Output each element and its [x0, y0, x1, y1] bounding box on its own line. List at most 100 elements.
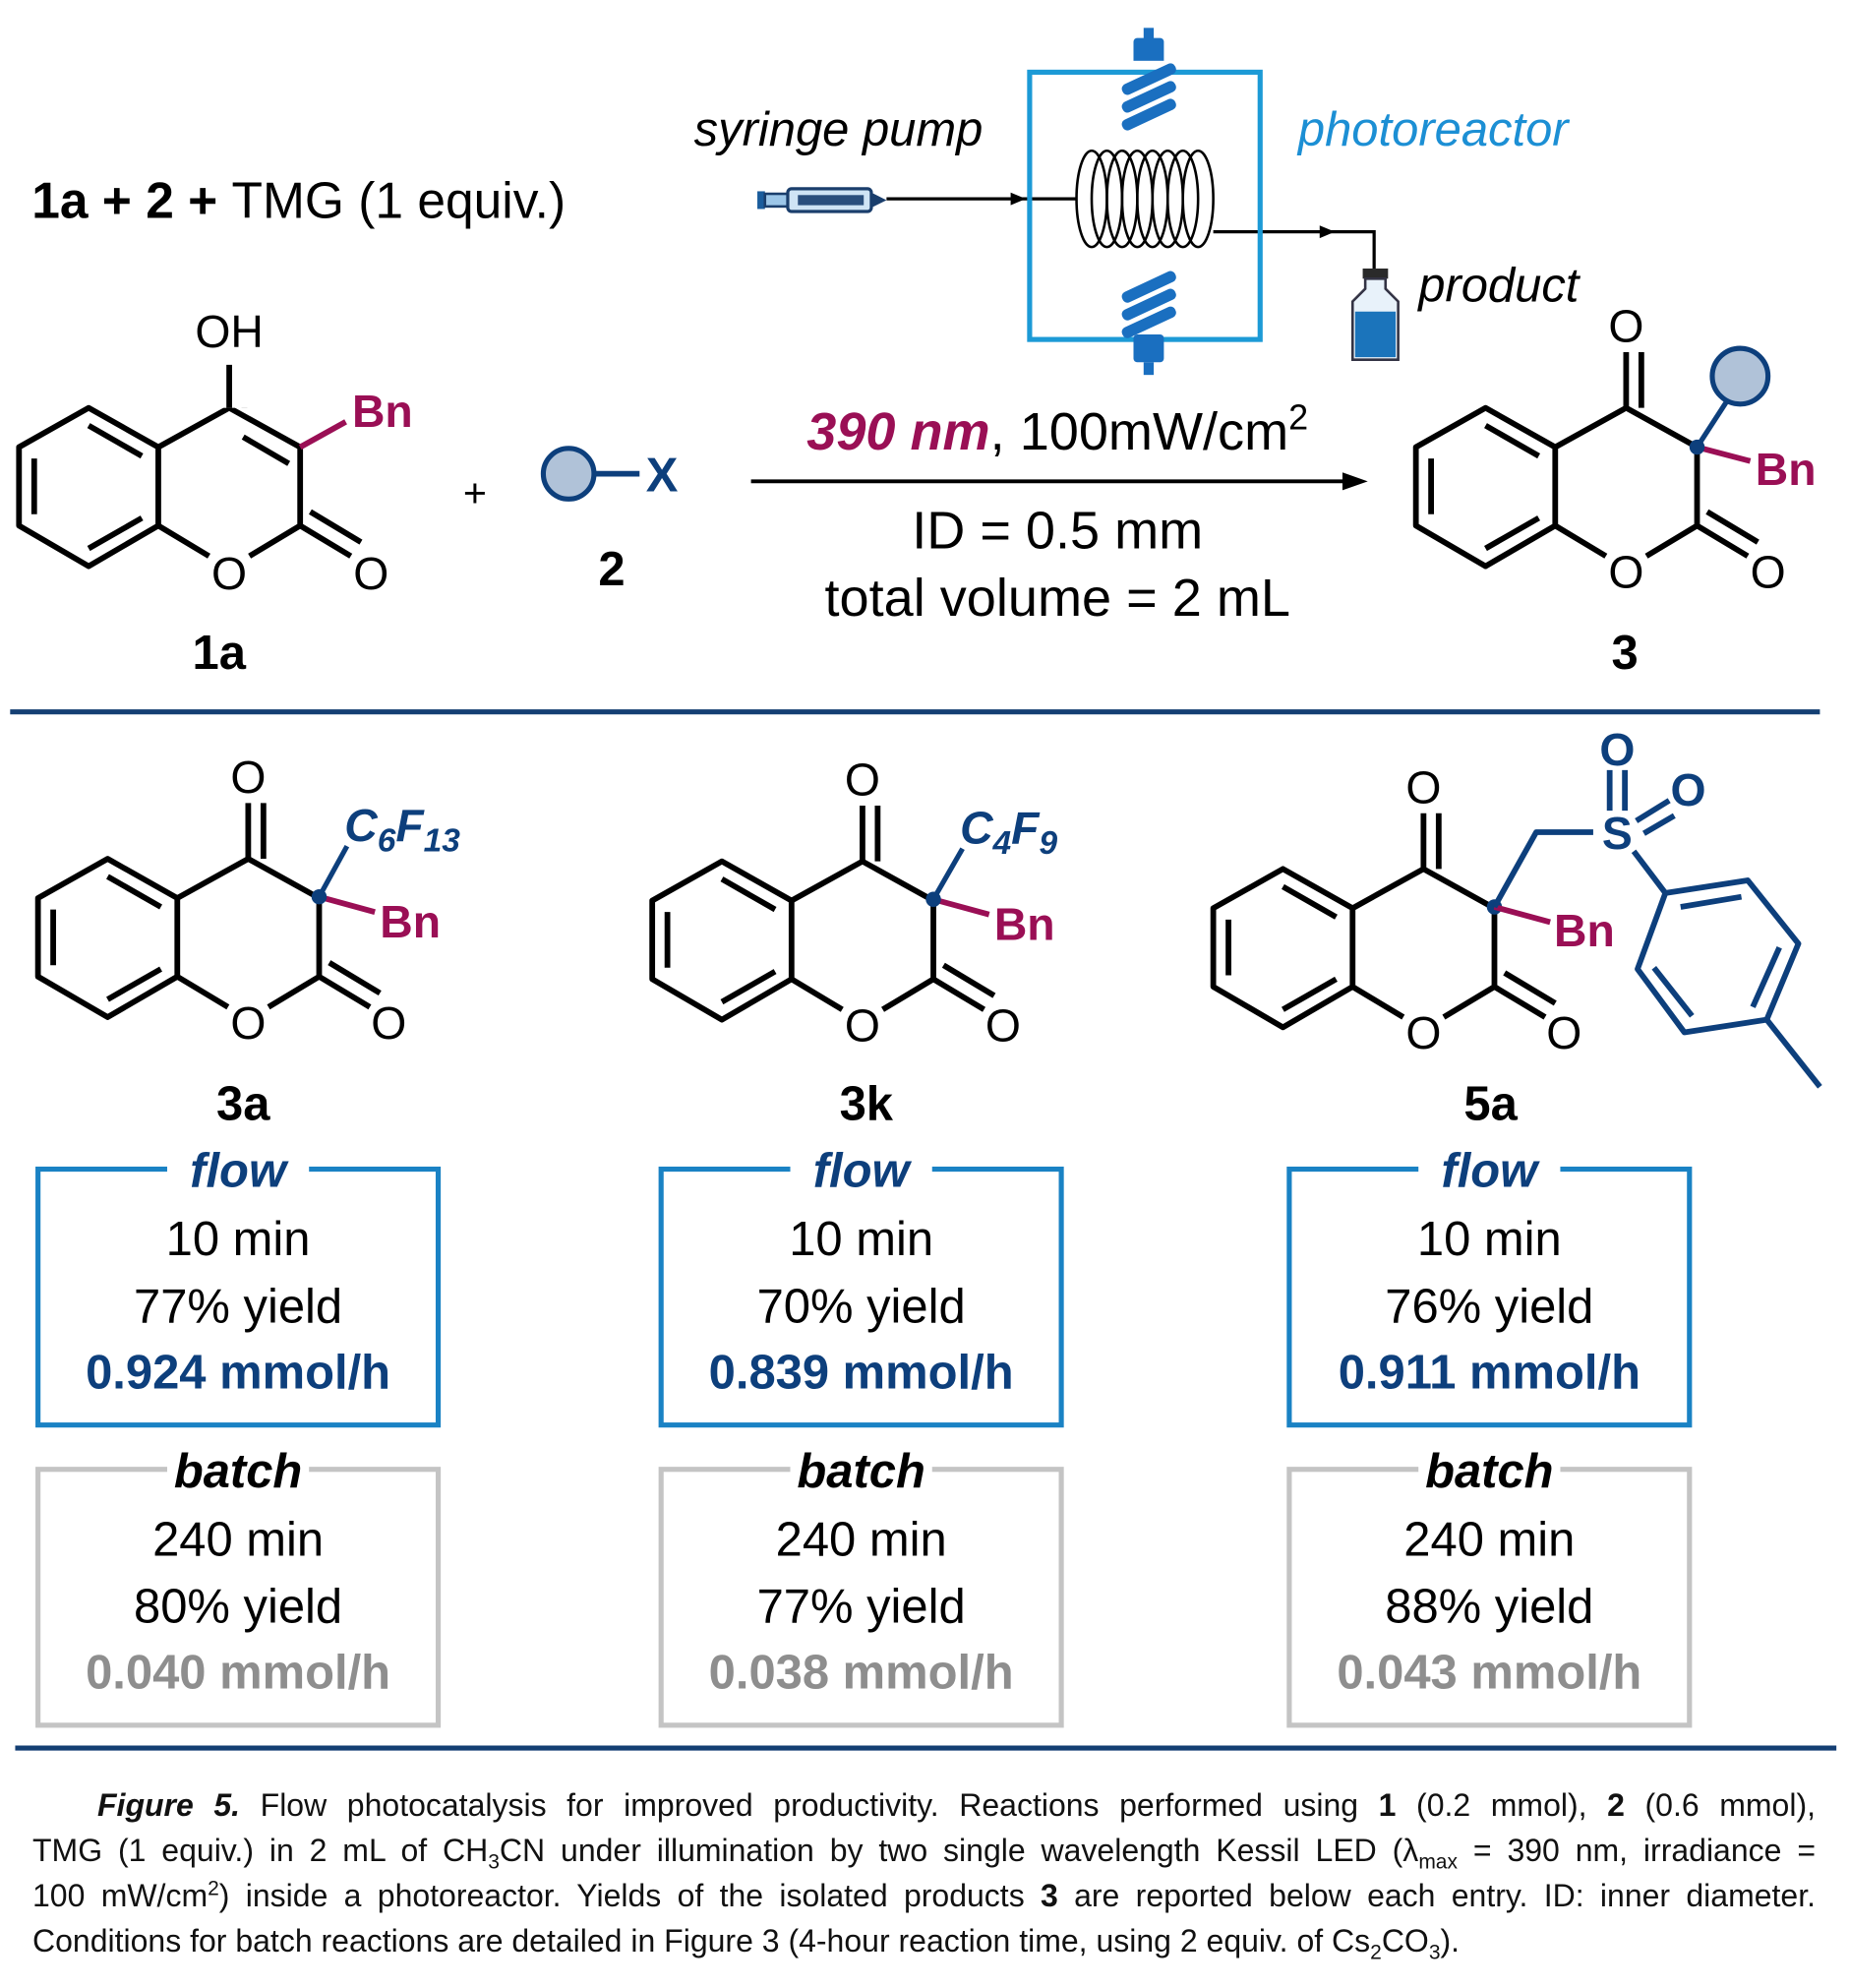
product-vial-icon: [1350, 268, 1400, 361]
ring-oxygen-label: O: [845, 999, 880, 1051]
flow-result-box: flow 10 min 77% yield 0.924 mmol/h: [35, 1145, 442, 1428]
caption-line: Figure 5. Flow photocatalysis for improv…: [32, 1782, 1816, 1828]
batch-result-box: batch 240 min 88% yield 0.043 mmol/h: [1286, 1445, 1693, 1728]
label-gap: [166, 1456, 310, 1482]
compound-label: 3a: [216, 1077, 270, 1130]
batch-title: batch: [1425, 1445, 1553, 1498]
conditions-inner-diameter: ID = 0.5 mm: [912, 502, 1203, 561]
compound-label-1a: 1a: [193, 627, 247, 680]
coil-icon: [1075, 149, 1215, 249]
sulfur-label: S: [1602, 808, 1633, 859]
caption-text: are reported below each entry. ID: inner…: [1057, 1878, 1817, 1913]
flow-tubing: [886, 197, 1376, 269]
caption-text: CN under illumination by two single wave…: [499, 1833, 1419, 1868]
carbonyl-oxygen-label: O: [230, 752, 266, 803]
flow-title: flow: [190, 1145, 289, 1198]
oh-label: OH: [195, 306, 264, 357]
syringe-pump-label: syringe pump: [694, 103, 984, 156]
caption-line: TMG (1 equiv.) in 2 mL of CH3CN under il…: [32, 1828, 1816, 1873]
batch-time: 240 min: [152, 1513, 324, 1566]
flow-time: 10 min: [166, 1213, 311, 1266]
caption-text: Conditions for batch reactions are detai…: [32, 1923, 1371, 1958]
caption-sub: 3: [488, 1850, 500, 1874]
lamp-icon-bottom: [1121, 271, 1176, 376]
batch-yield: 80% yield: [134, 1581, 342, 1634]
caption-text: ).: [1440, 1923, 1461, 1958]
batch-yield: 88% yield: [1385, 1581, 1593, 1634]
compound-5a: O O S O O O Bn 5a: [1214, 724, 1822, 1130]
batch-time: 240 min: [1403, 1513, 1575, 1566]
batch-rate: 0.038 mmol/h: [709, 1647, 1014, 1700]
syringe-icon: [757, 187, 887, 213]
ring-oxygen-label: O: [1405, 1007, 1441, 1058]
batch-rate: 0.043 mmol/h: [1337, 1647, 1641, 1700]
figure-caption: Figure 5. Flow photocatalysis for improv…: [32, 1782, 1816, 1963]
caption-text: Flow photocatalysis for improved product…: [240, 1787, 1379, 1823]
carbonyl-oxygen-label: O: [1608, 301, 1643, 352]
label-gap: [790, 1456, 932, 1482]
label-gap: [1418, 1156, 1561, 1182]
ring-oxygen-label: O: [230, 997, 266, 1049]
bn-label: Bn: [352, 386, 413, 437]
caption-bold: 1: [1378, 1787, 1397, 1823]
molecule-1a-overrides: [209, 351, 347, 466]
conditions-volume: total volume = 2 mL: [825, 569, 1290, 628]
caption-line: 100 mW/cm2) inside a photoreactor. Yield…: [32, 1873, 1816, 1918]
label-gap: [790, 1156, 932, 1182]
flow-yield: 77% yield: [134, 1280, 342, 1333]
caption-text: 100 mW/cm: [32, 1878, 209, 1913]
sulfonyl-oxygen-label: O: [1599, 724, 1635, 775]
batch-time: 240 min: [776, 1513, 947, 1566]
caption-sub: 2: [1370, 1941, 1382, 1964]
caption-text: (0.2 mmol),: [1396, 1787, 1608, 1823]
molecule-1a: [19, 342, 361, 567]
carbonyl-oxygen-label: O: [353, 548, 388, 599]
substituent-circle-icon: [540, 446, 597, 502]
lamp-icon-top: [1120, 28, 1177, 131]
carbonyl-oxygen-label: O: [1546, 1007, 1581, 1058]
reaction-mixture-label: 1a + 2 + TMG (1 equiv.): [31, 171, 566, 228]
caption-line: Conditions for batch reactions are detai…: [32, 1918, 1816, 1963]
caption-sup: 2: [208, 1877, 219, 1900]
flow-rate: 0.924 mmol/h: [86, 1346, 390, 1399]
carbonyl-oxygen-label: O: [1751, 546, 1786, 597]
caption-bold: 2: [1607, 1787, 1625, 1823]
caption-bold: 3: [1041, 1878, 1058, 1913]
caption-text: ) inside a photoreactor. Yields of the i…: [218, 1878, 1041, 1913]
perfluoroalkyl-label: C4F9: [960, 803, 1057, 862]
carbonyl-oxygen-label: O: [1405, 761, 1441, 813]
bn-label: Bn: [380, 896, 441, 947]
caption-text: CO: [1381, 1923, 1429, 1958]
compound-label: 3k: [840, 1077, 894, 1130]
compound-3a: O O O Bn C6F13 3a: [38, 752, 460, 1130]
flow-title: flow: [813, 1145, 913, 1198]
caption-text: (0.6 mmol),: [1624, 1787, 1817, 1823]
arrow-icon: [1010, 192, 1027, 206]
batch-yield: 77% yield: [757, 1581, 966, 1634]
product-label: product: [1416, 259, 1581, 312]
caption-sub: 3: [1428, 1941, 1441, 1964]
ring-oxygen-label: O: [211, 548, 247, 599]
figure-number: Figure 5.: [97, 1787, 241, 1823]
arrow-head-icon: [1342, 472, 1368, 491]
caption-sub: max: [1418, 1850, 1458, 1874]
sulfonyl-oxygen-label: O: [1670, 764, 1705, 815]
flow-yield: 76% yield: [1385, 1280, 1593, 1333]
compound-label-3: 3: [1612, 627, 1639, 680]
caption-text: = 390 nm, irradiance =: [1458, 1833, 1817, 1868]
plus-sign: +: [463, 470, 487, 515]
flow-yield: 70% yield: [757, 1280, 966, 1333]
flow-time: 10 min: [1417, 1213, 1562, 1266]
label-gap: [1418, 1456, 1561, 1482]
perfluoroalkyl-label: C6F13: [344, 800, 460, 859]
flow-title: flow: [1441, 1145, 1540, 1198]
arrow-icon: [1319, 225, 1336, 239]
carbonyl-oxygen-label: O: [985, 999, 1021, 1051]
bn-label: Bn: [1554, 905, 1615, 956]
photoreactor-label: photoreactor: [1296, 103, 1570, 156]
flow-rate: 0.839 mmol/h: [709, 1346, 1014, 1399]
